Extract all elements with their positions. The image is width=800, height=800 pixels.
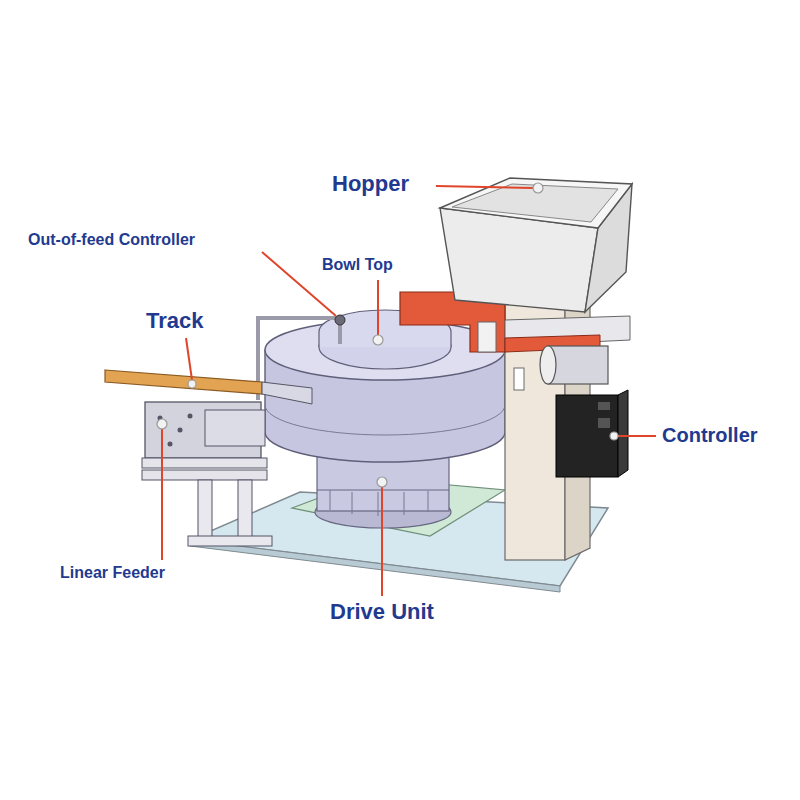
- feeder-plate: [142, 458, 267, 468]
- feeder-stand: [238, 480, 252, 538]
- part-label: Linear Feeder: [58, 564, 167, 581]
- bowl-seam: [265, 405, 505, 435]
- leader-dots: [157, 183, 618, 487]
- part-label: Bowl Top: [320, 256, 395, 273]
- part-label: Controller: [660, 424, 760, 446]
- sensor-head: [335, 315, 345, 325]
- part-label: Hopper: [330, 171, 411, 196]
- label-holder: Drive Unit: [328, 600, 436, 624]
- label-holder: Linear Feeder: [58, 564, 167, 582]
- controller-switch: [598, 402, 610, 410]
- label-holder: Hopper: [330, 172, 411, 196]
- motor-end: [540, 346, 556, 384]
- controller-side: [618, 390, 628, 477]
- drive-feet: [330, 490, 428, 516]
- feeder-plate: [142, 470, 267, 480]
- track-exit: [262, 382, 312, 404]
- hopper-opening: [440, 178, 632, 228]
- leader-lines: [162, 186, 656, 596]
- part-label: Drive Unit: [328, 599, 436, 624]
- part-label: Out-of-feed Controller: [26, 231, 197, 248]
- label-holder: Out-of-feed Controller: [26, 231, 197, 249]
- feeder-foot: [188, 536, 272, 546]
- column-slot: [514, 368, 524, 390]
- part-label: Track: [144, 308, 206, 333]
- bracket-clamp: [478, 322, 496, 352]
- controller-box: [556, 395, 618, 477]
- feeder-stand: [198, 480, 212, 538]
- label-holder: Controller: [660, 424, 760, 446]
- track: [105, 370, 262, 394]
- label-holder: Bowl Top: [320, 256, 395, 274]
- hopper-inner: [452, 184, 618, 222]
- controller-knob: [598, 418, 610, 428]
- linear-feeder-coil: [205, 410, 265, 446]
- hopper-motor: [548, 346, 608, 384]
- label-holder: Track: [144, 309, 206, 333]
